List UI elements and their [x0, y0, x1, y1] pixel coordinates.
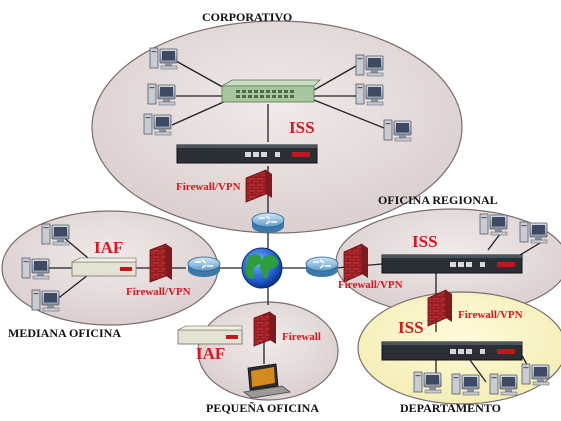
- globe-icon: [241, 247, 283, 289]
- zone-label-corporativo: CORPORATIVO: [202, 10, 293, 24]
- firewall-icon: [253, 311, 276, 347]
- firewall-icon: [245, 169, 272, 203]
- computer-icon: [41, 223, 70, 246]
- computer-icon: [479, 213, 508, 236]
- zone-label-oficina-regional: OFICINA REGIONAL: [378, 193, 498, 207]
- device-label-iaf-pequena: IAF: [196, 344, 226, 363]
- firewall-label-mediana: Firewall/VPN: [126, 286, 191, 298]
- computer-icon: [519, 221, 548, 244]
- computer-icon: [489, 373, 518, 396]
- zone-label-mediana-oficina: MEDIANA OFICINA: [8, 326, 122, 340]
- device-label-iss-corporativo: ISS: [289, 118, 315, 137]
- computer-icon: [149, 47, 178, 70]
- router-icon: [251, 212, 285, 234]
- firewall-icon: [427, 289, 452, 327]
- appliance-icon: [176, 144, 318, 164]
- firewall-icon: [343, 243, 368, 283]
- computer-icon: [521, 363, 550, 386]
- router-icon: [187, 256, 221, 278]
- firewall-label-corporativo: Firewall/VPN: [176, 181, 241, 193]
- computer-icon: [143, 113, 172, 136]
- zone-label-departamento: DEPARTAMENTO: [400, 401, 501, 415]
- switch-icon: [220, 79, 321, 103]
- computer-icon: [147, 83, 176, 106]
- firewall-label-departamento: Firewall/VPN: [458, 309, 523, 321]
- computer-icon: [31, 289, 60, 312]
- appliance-icon: [381, 341, 523, 361]
- computer-icon: [355, 83, 384, 106]
- router-icon: [305, 256, 339, 278]
- device-label-iss-departamento: ISS: [398, 318, 424, 337]
- appliance-icon: [381, 254, 523, 274]
- firewall-icon: [149, 243, 172, 283]
- appliance-icon: [71, 257, 137, 277]
- computer-icon: [21, 257, 50, 280]
- computer-icon: [355, 54, 384, 77]
- device-label-iss-regional: ISS: [412, 232, 438, 251]
- computer-icon: [413, 371, 442, 394]
- computer-icon: [383, 119, 412, 142]
- firewall-label-pequena: Firewall: [282, 331, 321, 343]
- device-label-iaf-mediana: IAF: [94, 238, 124, 257]
- firewall-label-regional: Firewall/VPN: [338, 279, 403, 291]
- laptop-icon: [243, 363, 291, 399]
- zone-label-pequena-oficina: PEQUEÑA OFICINA: [206, 401, 320, 415]
- appliance-icon: [177, 325, 243, 345]
- computer-icon: [451, 373, 480, 396]
